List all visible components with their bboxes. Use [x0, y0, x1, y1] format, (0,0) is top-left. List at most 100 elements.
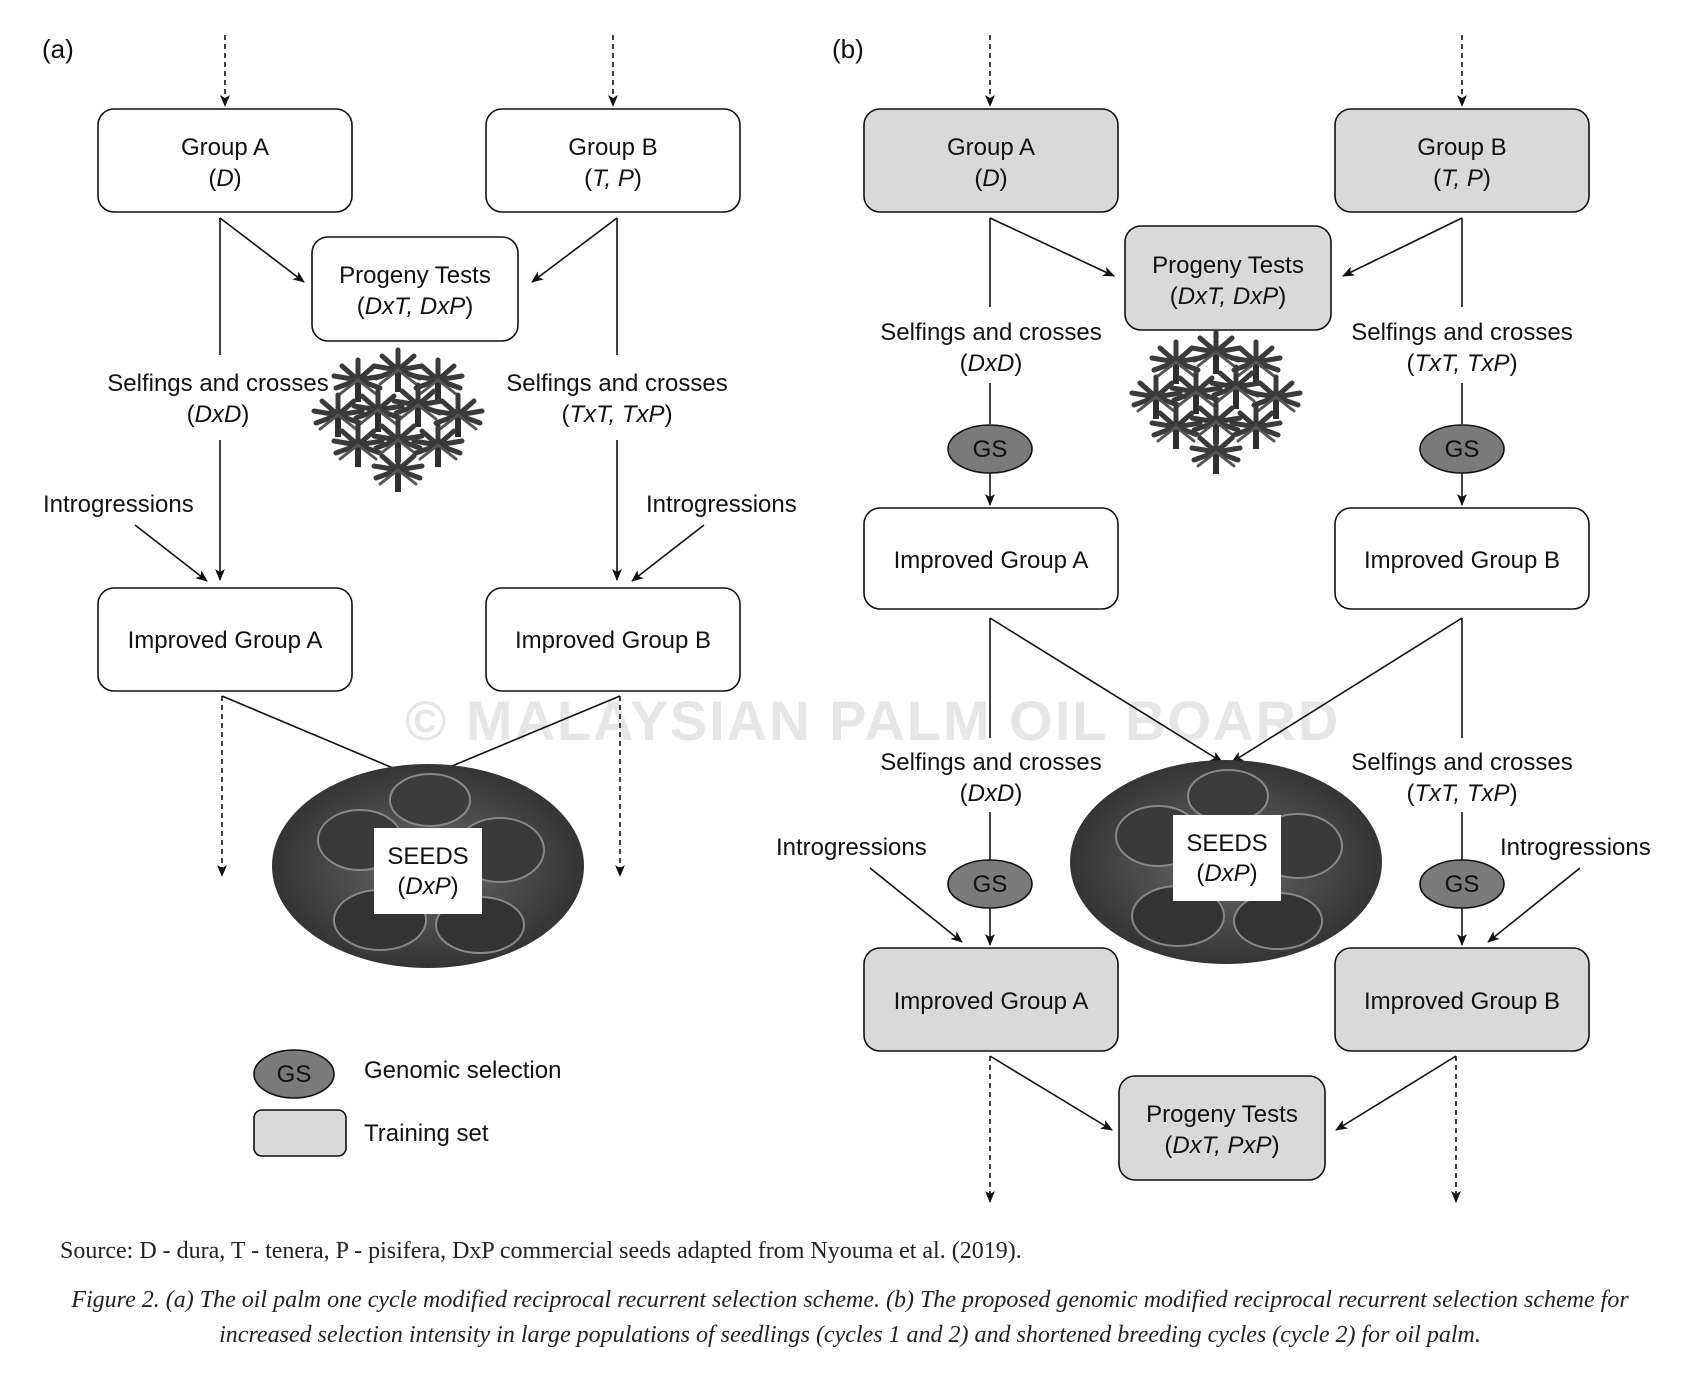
b-arrow-b-seeds: [1231, 617, 1463, 763]
b-palm-trees-image: [1132, 332, 1300, 474]
b-group-a-sub: D: [982, 165, 999, 192]
b-arrow-intro-left: [869, 867, 963, 943]
b-introgressions-right: Introgressions: [1500, 834, 1651, 861]
b-progeny-top-title: Progeny Tests: [1152, 252, 1304, 279]
b-introgressions-left: Introgressions: [776, 834, 927, 861]
b-seeds-image: SEEDS (DxP): [1070, 760, 1382, 964]
b-improved-b-2-label: Improved Group B: [1364, 988, 1560, 1015]
legend: GS Genomic selection Training set: [253, 1049, 561, 1157]
selfings-left-sub: DxD: [195, 401, 242, 428]
legend-gs-ellipse: [253, 1049, 335, 1099]
group-a-title: Group A: [181, 134, 269, 161]
seeds-sub: DxP: [405, 873, 450, 900]
b-gs-left-1-label: GS: [973, 436, 1008, 463]
svg-text:(TxT, TxP): (TxT, TxP): [1406, 350, 1517, 377]
svg-text:(TxT, TxP): (TxT, TxP): [1406, 780, 1517, 807]
improved-group-b-box: Improved Group B: [485, 587, 741, 692]
svg-text:(DxT, DxP): (DxT, DxP): [357, 293, 473, 320]
b-improved-b-2-box: Improved Group B: [1334, 947, 1590, 1052]
svg-text:(T, P): (T, P): [1433, 165, 1491, 192]
progeny-title: Progeny Tests: [339, 262, 491, 289]
svg-text:(DxT, PxP): (DxT, PxP): [1164, 1132, 1279, 1159]
b-selfings-left-1-title: Selfings and crosses: [880, 319, 1101, 346]
svg-text:(D): (D): [974, 165, 1007, 192]
arrow-intro-left: [134, 524, 208, 582]
b-selfings-right-2-sub: TxT, TxP: [1414, 780, 1509, 807]
b-group-b-title: Group B: [1417, 134, 1506, 161]
legend-gs-label: Genomic selection: [364, 1057, 561, 1084]
b-progeny-bottom-sub: DxT, PxP: [1172, 1132, 1271, 1159]
svg-text:(T, P): (T, P): [584, 165, 642, 192]
selfings-right-title: Selfings and crosses: [506, 370, 727, 397]
arrow-b-progeny: [531, 217, 618, 283]
svg-text:(DxT, DxP): (DxT, DxP): [1170, 283, 1286, 310]
svg-text:(TxT, TxP): (TxT, TxP): [561, 401, 672, 428]
b-improved-b-1-label: Improved Group B: [1364, 547, 1560, 574]
improved-b-label: Improved Group B: [515, 627, 711, 654]
svg-text:(DxP): (DxP): [1196, 860, 1257, 887]
legend-training-swatch: [253, 1109, 347, 1157]
watermark-text: © MALAYSIAN PALM OIL BOARD: [405, 689, 1340, 752]
b-improved-a-1-label: Improved Group A: [894, 547, 1089, 574]
palm-trees-image: [314, 350, 482, 492]
group-a-box: Group A (D): [97, 108, 353, 213]
b-arrow-b-progeny-bottom: [1335, 1055, 1457, 1131]
b-gs-right-2: GS: [1419, 859, 1505, 909]
arrow-a-progeny: [219, 217, 305, 283]
b-progeny-top-sub: DxT, DxP: [1178, 283, 1278, 310]
b-group-a-title: Group A: [947, 134, 1035, 161]
svg-text:(D): (D): [208, 165, 241, 192]
arrow-intro-right: [631, 524, 705, 582]
b-gs-right-2-label: GS: [1445, 871, 1480, 898]
b-improved-a-2-box: Improved Group A: [863, 947, 1119, 1052]
b-selfings-left-2-sub: DxD: [968, 780, 1015, 807]
group-a-sub: D: [216, 165, 233, 192]
arrow-a-seeds: [221, 695, 413, 777]
b-gs-right-1-label: GS: [1445, 436, 1480, 463]
b-progeny-bottom-box: Progeny Tests (DxT, PxP): [1118, 1075, 1326, 1181]
svg-text:(DxP): (DxP): [397, 873, 458, 900]
legend-gs-symbol: GS: [277, 1061, 312, 1088]
figure-caption: Figure 2. (a) The oil palm one cycle mod…: [71, 1287, 1629, 1348]
b-progeny-top-box: Progeny Tests (DxT, DxP): [1124, 225, 1332, 331]
b-gs-right-1: GS: [1419, 424, 1505, 474]
svg-text:(DxD): (DxD): [960, 350, 1023, 377]
group-b-title: Group B: [568, 134, 657, 161]
b-selfings-right-1-title: Selfings and crosses: [1351, 319, 1572, 346]
seeds-image: SEEDS (DxP): [272, 764, 584, 968]
b-selfings-right-1-sub: TxT, TxP: [1414, 350, 1509, 377]
b-arrow-intro-right: [1487, 867, 1581, 943]
b-gs-left-1: GS: [947, 424, 1033, 474]
b-arrow-b-progeny: [1342, 217, 1463, 277]
b-improved-b-1-box: Improved Group B: [1334, 507, 1590, 610]
b-selfings-right-2-title: Selfings and crosses: [1351, 749, 1572, 776]
introgressions-right: Introgressions: [646, 491, 797, 518]
svg-text:(DxD): (DxD): [960, 780, 1023, 807]
b-improved-a-1-box: Improved Group A: [863, 507, 1119, 610]
b-selfings-left-1-sub: DxD: [968, 350, 1015, 377]
b-seeds-title: SEEDS: [1186, 830, 1267, 857]
b-seeds-sub: DxP: [1204, 860, 1249, 887]
b-gs-left-2-label: GS: [973, 871, 1008, 898]
selfings-left-title: Selfings and crosses: [107, 370, 328, 397]
group-b-box: Group B (T, P): [485, 108, 741, 213]
seeds-title: SEEDS: [387, 843, 468, 870]
panel-a-tag: (a): [42, 34, 74, 64]
improved-group-a-box: Improved Group A: [97, 587, 353, 692]
selfings-right-sub: TxT, TxP: [569, 401, 664, 428]
b-group-a-box: Group A (D): [863, 108, 1119, 213]
svg-text:(DxD): (DxD): [187, 401, 250, 428]
arrow-b-seeds: [427, 695, 621, 777]
source-note: Source: D - dura, T - tenera, P - pisife…: [60, 1238, 1022, 1264]
b-selfings-left-2-title: Selfings and crosses: [880, 749, 1101, 776]
group-b-sub: T, P: [592, 165, 634, 192]
b-improved-a-2-label: Improved Group A: [894, 988, 1089, 1015]
b-progeny-bottom-title: Progeny Tests: [1146, 1101, 1298, 1128]
improved-a-label: Improved Group A: [128, 627, 323, 654]
b-group-b-sub: T, P: [1441, 165, 1483, 192]
introgressions-left: Introgressions: [43, 491, 194, 518]
progeny-tests-box: Progeny Tests (DxT, DxP): [311, 236, 519, 342]
progeny-sub: DxT, DxP: [365, 293, 465, 320]
panel-b-tag: (b): [832, 34, 864, 64]
